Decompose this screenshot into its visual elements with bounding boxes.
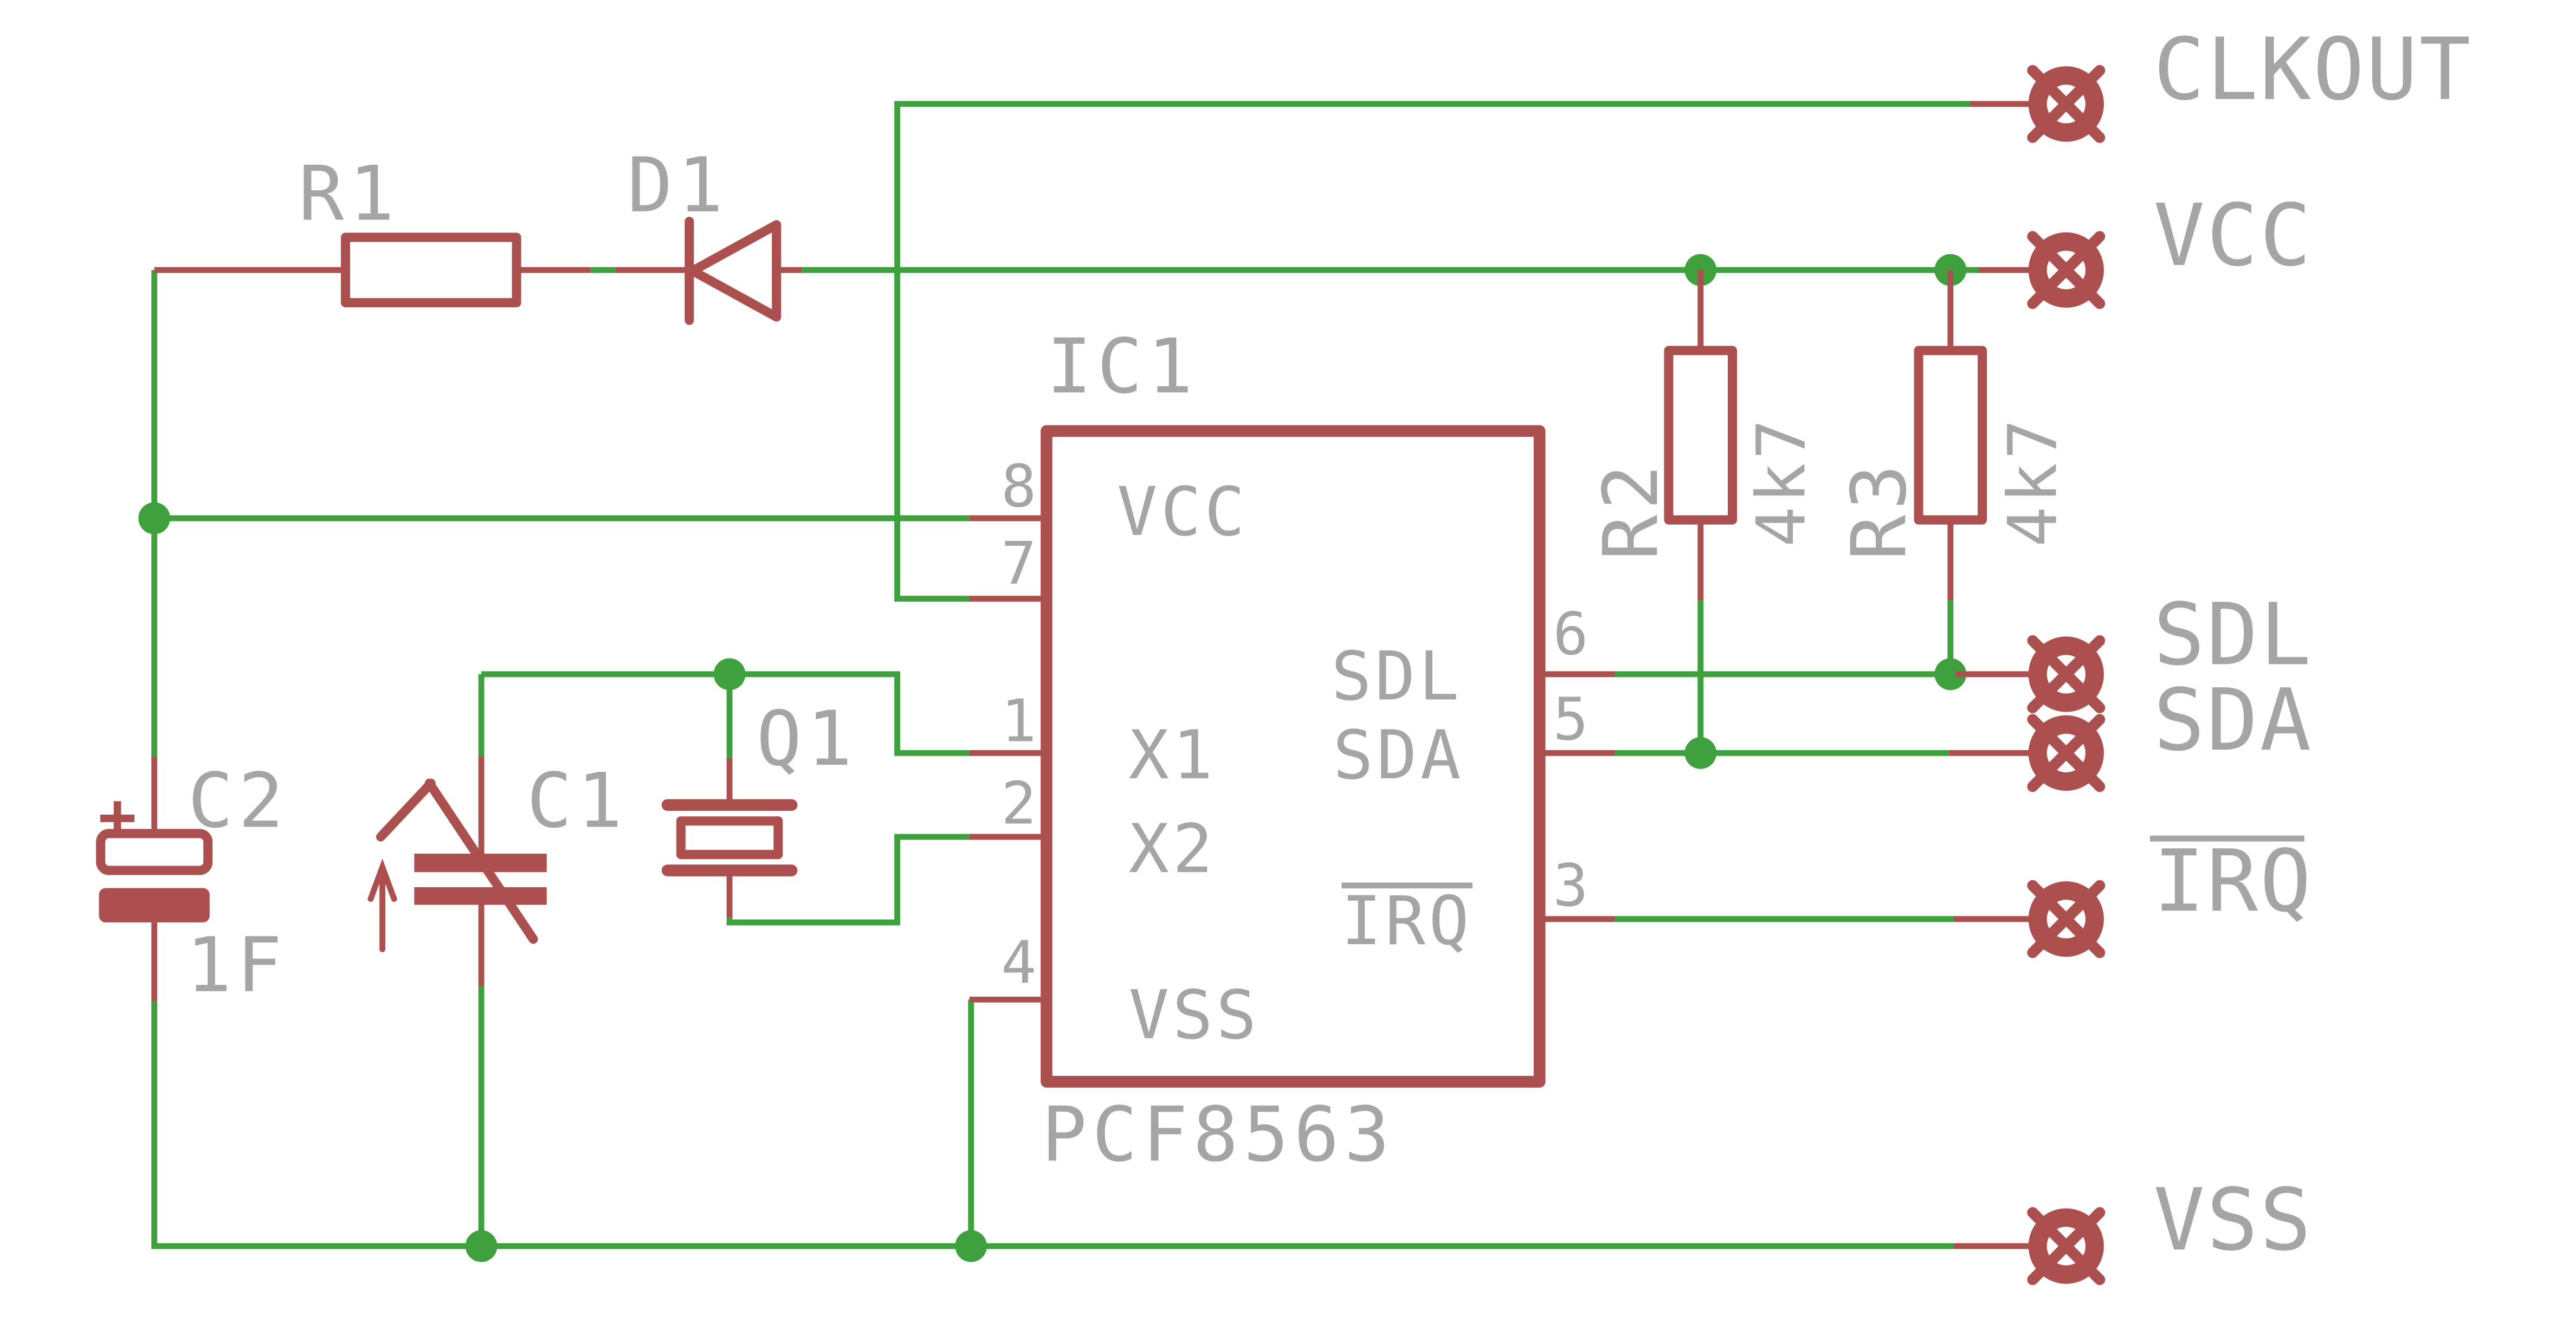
junction-dot <box>955 1230 987 1262</box>
trimmer-plate-bottom[interactable] <box>414 887 547 905</box>
ic1-pin-leads <box>969 515 1615 1003</box>
pad-x-mark <box>2027 635 2106 713</box>
pin-name-sdl: SDL <box>1331 637 1462 715</box>
wire-net-vss[interactable] <box>151 986 1954 1249</box>
r3-value: 4k7 <box>1994 416 2073 547</box>
crystal-body[interactable] <box>676 816 783 860</box>
pad-vcc[interactable] <box>2027 231 2106 309</box>
r2-value: 4k7 <box>1743 416 1821 547</box>
pad-x-mark <box>2027 714 2106 792</box>
port-label-vcc: VCC <box>2153 186 2313 286</box>
junction-dot <box>138 502 171 534</box>
resistor-r3[interactable]: R3 4k7 <box>1835 346 2073 560</box>
pad-vss[interactable] <box>2027 1207 2106 1286</box>
pin-number-3: 3 <box>1553 851 1588 920</box>
trimmer-adjust-tbar <box>376 778 436 842</box>
pin-number-8: 8 <box>1001 452 1036 521</box>
c2-value: 1F <box>186 921 287 1009</box>
pad-stub-leads <box>1948 101 2031 1249</box>
pin-number-7: 7 <box>1001 529 1036 598</box>
pad-x-mark <box>2027 1207 2106 1286</box>
capacitor-plate-top[interactable] <box>96 829 213 875</box>
resistor-body[interactable] <box>1914 346 1987 525</box>
port-label-irq: IRQ <box>2153 832 2313 931</box>
pad-ring <box>2028 636 2104 712</box>
pad-irq[interactable] <box>2027 880 2106 958</box>
ic1-part-number: PCF8563 <box>1042 1090 1395 1178</box>
pin-number-5: 5 <box>1553 685 1588 754</box>
junction-dots <box>138 254 1967 1262</box>
ic-body[interactable] <box>1041 425 1546 1088</box>
pad-sda[interactable] <box>2027 714 2106 792</box>
crystal-q1[interactable]: Q1 <box>661 695 857 876</box>
pad-x-mark <box>2027 64 2106 143</box>
pin-name-irq: IRQ <box>1341 882 1473 960</box>
pin-name-vss: VSS <box>1129 976 1260 1054</box>
nets <box>151 101 1979 1249</box>
pad-clkout[interactable] <box>2027 64 2106 143</box>
pad-ring <box>2028 1208 2104 1284</box>
trimmer-adjust-diagonal <box>424 778 538 944</box>
wire-net-sda[interactable] <box>1615 600 1949 756</box>
port-label-clkout: CLKOUT <box>2153 21 2472 120</box>
pin-number-4: 4 <box>1001 928 1036 997</box>
r1-refdes: R1 <box>299 150 399 237</box>
resistor-body[interactable] <box>340 233 521 308</box>
pad-sdl[interactable] <box>2027 635 2106 713</box>
ic1-refdes: IC1 <box>1047 322 1198 410</box>
junction-dot <box>713 658 746 690</box>
pin-name-x1: X1 <box>1129 717 1216 795</box>
r2-refdes: R2 <box>1587 460 1675 560</box>
pad-x-mark <box>2027 880 2106 958</box>
pad-ring <box>2028 881 2104 957</box>
wire-net-sdl[interactable] <box>1615 600 1956 677</box>
r3-refdes: R3 <box>1835 460 1923 560</box>
pin-leads <box>151 101 2031 1249</box>
junction-dot <box>1684 737 1717 769</box>
pin-name-sda: SDA <box>1333 717 1464 795</box>
junction-dot <box>465 1230 498 1262</box>
c1-refdes: C1 <box>527 757 628 845</box>
pad-ring <box>2028 715 2104 791</box>
resistor-r1[interactable]: R1 <box>299 150 521 308</box>
diode-d1[interactable]: D1 <box>627 141 782 325</box>
wire-net-clkout[interactable] <box>894 101 1971 602</box>
ic-pcf8563[interactable]: IC1 PCF8563 8 7 1 2 4 6 5 3 VCC X1 X2 VS… <box>1001 322 1588 1178</box>
trimmer-arrow-head <box>367 859 397 902</box>
pin-name-vcc: VCC <box>1117 473 1248 551</box>
pad-x-mark <box>2027 231 2106 309</box>
pin-name-x2: X2 <box>1129 810 1216 888</box>
port-label-sda: SDA <box>2153 671 2313 770</box>
port-label-vss: VSS <box>2153 1171 2313 1270</box>
trimmer-capacitor-c1[interactable]: C1 <box>367 757 628 952</box>
q1-refdes: Q1 <box>757 695 857 783</box>
pin-number-6: 6 <box>1553 599 1588 668</box>
c2-refdes: C2 <box>188 757 289 845</box>
resistor-r2[interactable]: R2 4k7 <box>1587 346 1821 560</box>
wire-net-x2[interactable] <box>726 834 970 926</box>
capacitor-plate-bottom[interactable] <box>99 888 210 922</box>
polarized-capacitor-c2[interactable]: + C2 1F <box>96 757 289 1009</box>
diode-triangle[interactable] <box>688 220 782 322</box>
pin-number-1: 1 <box>1001 687 1036 756</box>
pin-number-2: 2 <box>1001 769 1036 837</box>
junction-dot <box>1934 658 1967 690</box>
d1-refdes: D1 <box>627 141 728 229</box>
pad-ring <box>2028 232 2104 308</box>
port-labels: CLKOUT VCC SDL SDA IRQ VSS <box>2150 21 2472 1270</box>
resistor-body[interactable] <box>1664 346 1738 525</box>
port-label-sdl: SDL <box>2153 585 2313 685</box>
pad-ring <box>2028 66 2104 142</box>
